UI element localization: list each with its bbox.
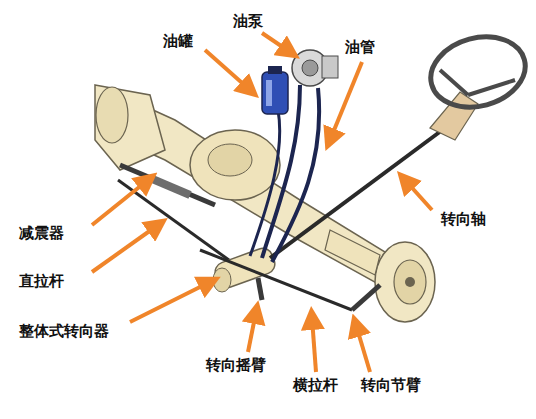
wheel-spoke [440,70,468,95]
reservoir-highlight [266,80,272,106]
part-label: 横拉杆 [292,376,339,394]
shock-absorber [120,165,215,205]
part-label: 转向轴 [440,210,487,228]
wheel-spoke [468,80,515,95]
knuckle-arm [352,285,380,310]
leader-arrows [92,33,432,372]
part-label: 转向节臂 [360,376,422,394]
left-hub [95,85,165,170]
steering-wheel [423,27,533,118]
part-label: 油罐 [162,32,194,50]
steering-column [430,92,478,140]
leader-arrow [312,318,316,372]
tie-rod [200,250,352,310]
oil-reservoir [262,72,288,114]
right-hub-face [394,260,426,304]
pump-body [322,56,338,78]
right-axle-end [325,230,380,275]
differential-cover [208,144,252,176]
pump-pulley [302,60,318,76]
leader-arrow [405,180,432,210]
part-label: 整体式转向器 [18,322,110,340]
part-label: 油泵 [232,12,264,30]
part-label: 减震器 [18,224,65,242]
leader-arrow [330,62,362,140]
part-label: 油管 [344,38,376,56]
shock-body [150,178,190,195]
pitman-arm [258,278,262,300]
left-hub-face [96,87,128,143]
leader-arrow [130,282,210,322]
leader-arrow [356,325,370,372]
leader-arrow [92,225,158,272]
leader-arrow [205,50,250,90]
part-label: 直拉杆 [18,272,65,290]
leader-arrow [248,312,256,352]
differential-housing [190,130,280,200]
reservoir-cap [268,66,282,74]
steering-gear-end [213,268,231,292]
hub-center [405,277,415,287]
right-brake-disc [375,242,435,322]
steering-shaft [270,128,445,258]
hose [250,110,280,256]
leader-arrow [262,33,290,52]
drag-link [118,180,240,268]
part-label: 转向摇臂 [205,356,267,374]
leader-arrow [92,180,148,225]
